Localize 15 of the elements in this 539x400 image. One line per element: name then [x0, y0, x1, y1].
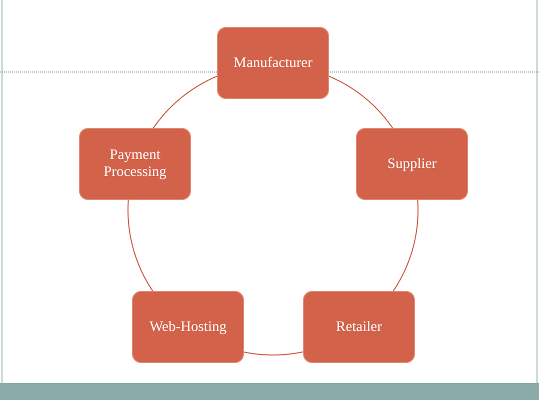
connector-arc — [242, 351, 304, 356]
process-box — [357, 129, 467, 199]
process-box — [133, 292, 243, 362]
connector-arc — [392, 198, 418, 292]
process-box — [218, 28, 328, 98]
connector-arc — [328, 75, 394, 130]
connector-arc — [128, 198, 154, 292]
process-box — [304, 292, 414, 362]
connector-arc — [152, 75, 218, 130]
box-label: Payment Processing — [102, 147, 168, 181]
box-label: Retailer — [336, 318, 382, 336]
box-label: Manufacturer — [234, 54, 312, 72]
box-label: Supplier — [387, 156, 437, 172]
process-box — [80, 129, 190, 199]
box-label: Web-Hosting — [150, 318, 226, 336]
